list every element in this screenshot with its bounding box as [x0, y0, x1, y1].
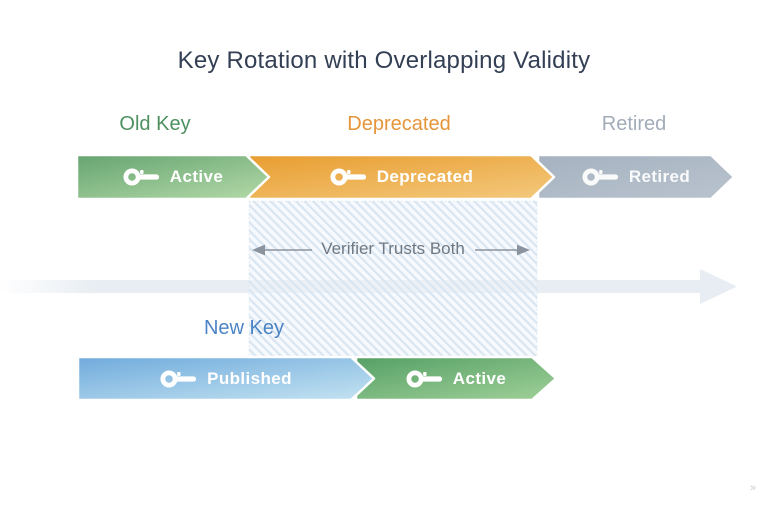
- old-key-deprecated-segment: Deprecated: [249, 155, 554, 199]
- old-key-active-segment: Active: [77, 155, 269, 199]
- stage-label-old-key: Old Key: [119, 113, 191, 135]
- trust-left-arrow-icon: [252, 244, 312, 256]
- page-title: Key Rotation with Overlapping Validity: [177, 47, 591, 74]
- key-icon: [582, 168, 618, 186]
- segment-label: Active: [452, 368, 507, 388]
- key-icon: [406, 369, 442, 388]
- key-icon: [160, 369, 197, 388]
- segment-label: Retired: [628, 167, 691, 186]
- segment-label: Published: [207, 368, 292, 388]
- stage-label-deprecated: Deprecated: [347, 113, 451, 135]
- segment-label: Active: [169, 167, 224, 186]
- stage-label-retired: Retired: [601, 113, 667, 135]
- overlap-label: Verifier Trusts Both: [321, 239, 465, 258]
- trust-right-arrow-icon: [475, 244, 530, 256]
- key-icon: [330, 168, 366, 186]
- new-key-active-segment: Active: [356, 357, 556, 400]
- new-key-published-segment: Published: [78, 357, 374, 400]
- new-key-title: New Key: [203, 317, 285, 339]
- key-icon: [123, 168, 159, 186]
- segment-label: Deprecated: [376, 167, 474, 186]
- old-key-retired-segment: Retired: [538, 155, 734, 199]
- old-key-active-chevron: [75, 153, 271, 201]
- new-key-published-chevron: [76, 355, 376, 402]
- overlap-region: [248, 200, 538, 357]
- watermark-glyph: »: [750, 482, 757, 494]
